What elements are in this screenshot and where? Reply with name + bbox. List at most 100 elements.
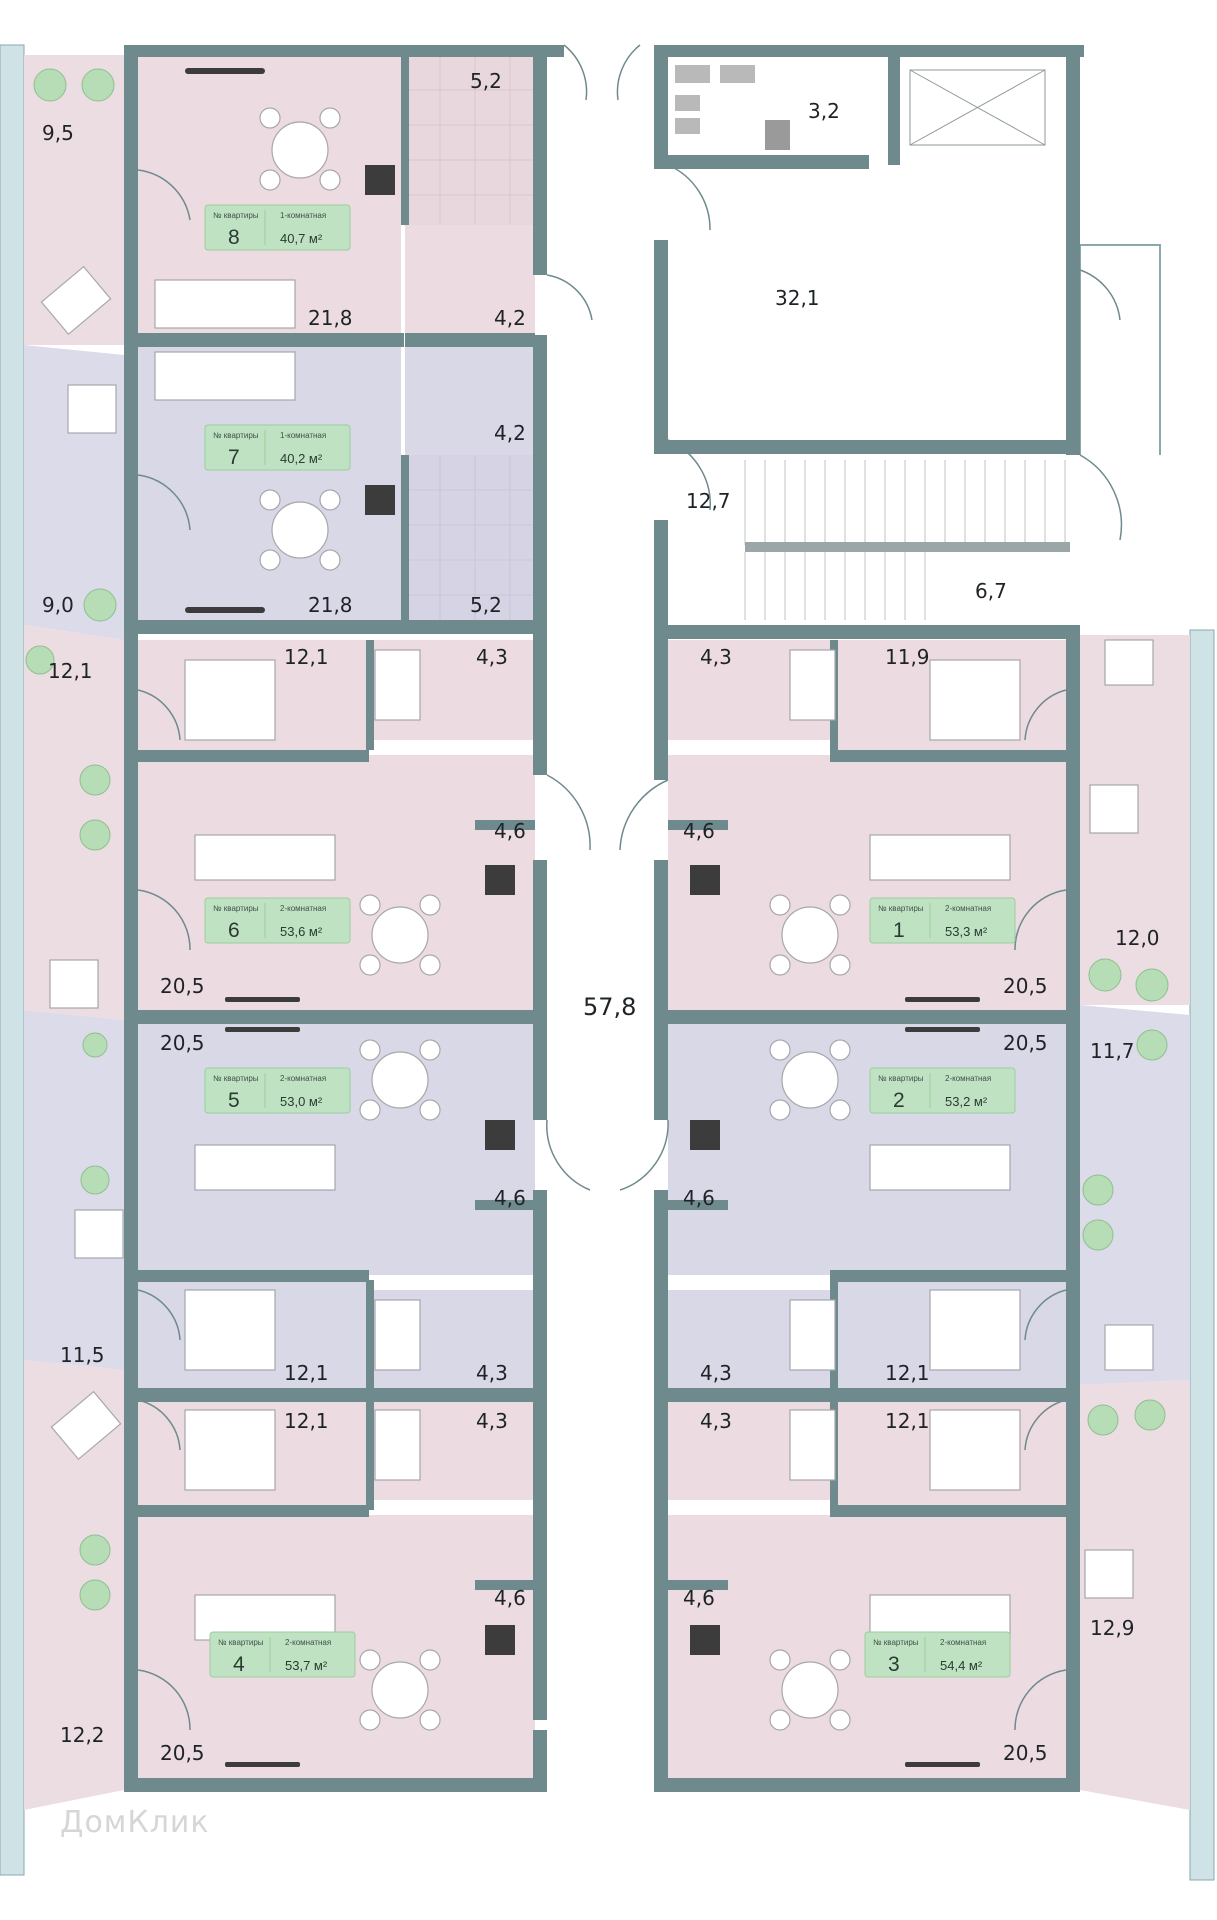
balcony-apt-2 [1080, 1005, 1190, 1385]
tag-number: 7 [228, 446, 240, 469]
area-label: 4,6 [683, 1186, 715, 1210]
tag-number: 3 [888, 1653, 900, 1676]
tag-area: 53,3 м² [945, 924, 988, 939]
area-label: 6,7 [975, 579, 1007, 603]
tag-type: 2-комнатная [945, 1074, 991, 1083]
tile-pattern [405, 55, 535, 620]
area-label: 4,6 [494, 1586, 526, 1610]
area-label: 4,6 [494, 1186, 526, 1210]
area-label: 4,2 [494, 306, 526, 330]
tag-type: 2-комнатная [285, 1638, 331, 1647]
doors [137, 44, 1123, 1731]
tag-type: 2-комнатная [280, 1074, 326, 1083]
tag-type: 2-комнатная [945, 904, 991, 913]
area-label: 12,1 [284, 1361, 329, 1385]
tag-number: 5 [228, 1089, 240, 1112]
furniture [25, 68, 1169, 1767]
area-label: 20,5 [160, 974, 205, 998]
area-labels: 9,5 21,8 5,2 4,2 4,2 21,8 5,2 9,0 12,1 1… [42, 69, 1160, 1765]
left-balconies [0, 44, 124, 1876]
area-label: 20,5 [160, 1031, 205, 1055]
area-label: 21,8 [308, 306, 353, 330]
tag-type: 2-комнатная [940, 1638, 986, 1647]
tag-type: 1-комнатная [280, 431, 326, 440]
apt-7-hall [405, 345, 535, 455]
apartment-tag-3: № квартиры 3 2-комнатная 54,4 м² [864, 1631, 1011, 1678]
tag-label: № квартиры [878, 1074, 924, 1083]
stair-hall [668, 455, 1178, 625]
area-label: 32,1 [775, 286, 820, 310]
tag-number: 4 [233, 1653, 245, 1676]
area-label: 20,5 [1003, 1741, 1048, 1765]
area-label: 12,1 [48, 659, 93, 683]
area-label: 4,6 [683, 819, 715, 843]
tag-area: 53,7 м² [285, 1658, 328, 1673]
tag-label: № квартиры [213, 211, 259, 220]
tag-label: № квартиры [218, 1638, 264, 1647]
tag-label: № квартиры [213, 431, 259, 440]
balcony-apt-3 [1080, 1380, 1190, 1810]
area-label: 12,2 [60, 1723, 105, 1747]
area-label: 12,1 [885, 1409, 930, 1433]
apartment-tag-1: № квартиры 1 2-комнатная 53,3 м² [869, 897, 1016, 944]
area-label: 12,9 [1090, 1616, 1135, 1640]
tag-type: 2-комнатная [280, 904, 326, 913]
room-32-1 [668, 170, 1068, 440]
tag-label: № квартиры [873, 1638, 919, 1647]
area-label: 5,2 [470, 69, 502, 93]
apt-7-bathroom [405, 455, 535, 620]
area-label: 4,6 [494, 819, 526, 843]
tag-area: 53,6 м² [280, 924, 323, 939]
area-label: 9,5 [42, 121, 74, 145]
area-label: 12,1 [885, 1361, 930, 1385]
apt-8-bathroom [405, 55, 535, 225]
tag-area: 54,4 м² [940, 1658, 983, 1673]
area-label: 9,0 [42, 593, 74, 617]
tag-area: 40,2 м² [280, 451, 323, 466]
area-label: 4,3 [476, 1409, 508, 1433]
tag-number: 6 [228, 919, 240, 942]
area-label: 20,5 [160, 1741, 205, 1765]
area-label: 12,1 [284, 645, 329, 669]
area-label: 20,5 [1003, 974, 1048, 998]
area-label: 4,3 [476, 1361, 508, 1385]
apt-8-hall [405, 225, 535, 335]
area-label: 4,3 [700, 1361, 732, 1385]
apartment-tag-7: № квартиры 7 1-комнатная 40,2 м² [204, 424, 351, 471]
area-label: 20,5 [1003, 1031, 1048, 1055]
area-label: 4,3 [476, 645, 508, 669]
apt-1-living [668, 755, 1078, 1010]
tag-type: 1-комнатная [280, 211, 326, 220]
walls [124, 45, 1084, 1792]
area-label: 11,7 [1090, 1039, 1135, 1063]
balcony-apt-4 [24, 1360, 124, 1810]
tag-label: № квартиры [878, 904, 924, 913]
tag-area: 53,0 м² [280, 1094, 323, 1109]
watermark-logo: ДомКлик [60, 1805, 210, 1840]
tag-number: 2 [893, 1089, 905, 1112]
apt-6-living [136, 755, 535, 1010]
apartment-tag-6: № квартиры 6 2-комнатная 53,6 м² [204, 897, 351, 944]
balcony-apt-6 [24, 625, 124, 1020]
corridor-area-label: 57,8 [583, 993, 636, 1021]
tag-number: 1 [893, 919, 905, 942]
elevator-shaft [900, 55, 1055, 155]
tag-label: № квартиры [213, 904, 259, 913]
area-label: 4,6 [683, 1586, 715, 1610]
apartment-tag-2: № квартиры 2 2-комнатная 53,2 м² [869, 1067, 1016, 1114]
tag-area: 40,7 м² [280, 231, 323, 246]
area-label: 4,2 [494, 421, 526, 445]
area-label: 4,3 [700, 1409, 732, 1433]
balcony-apt-5 [24, 1010, 124, 1370]
apartment-tag-8: № квартиры 8 1-комнатная 40,7 м² [204, 204, 351, 251]
core [668, 55, 1178, 625]
area-label: 5,2 [470, 593, 502, 617]
area-label: 11,9 [885, 645, 930, 669]
staircase [744, 460, 1070, 620]
area-label: 11,5 [60, 1343, 105, 1367]
area-label: 21,8 [308, 593, 353, 617]
tag-label: № квартиры [213, 1074, 259, 1083]
area-label: 4,3 [700, 645, 732, 669]
apartment-tag-4: № квартиры 4 2-комнатная 53,7 м² [209, 1631, 356, 1678]
